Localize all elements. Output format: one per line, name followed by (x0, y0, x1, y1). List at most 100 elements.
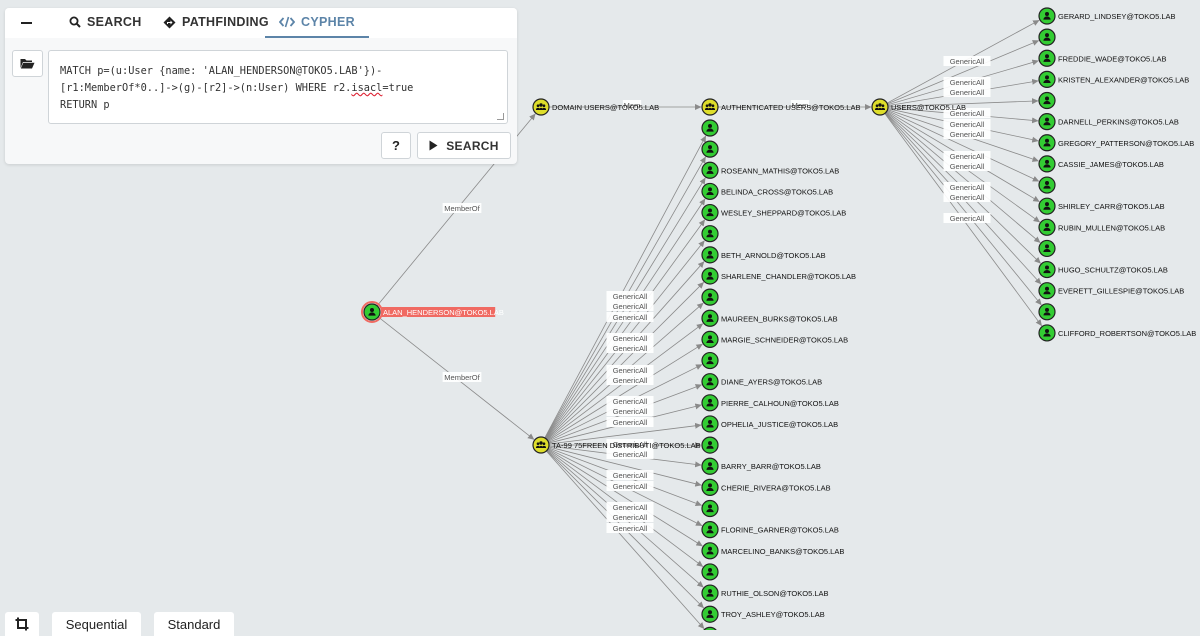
edge-label: GenericAll (944, 213, 991, 223)
user-node[interactable]: MARGIE_SCHNEIDER@TOKO5.LAB (702, 331, 848, 347)
user-node[interactable]: GREGORY_PATTERSON@TOKO5.LAB (1039, 135, 1194, 151)
user-node[interactable]: RUTHIE_OLSON@TOKO5.LAB (702, 585, 829, 601)
sequential-layout-button[interactable]: Sequential (52, 612, 141, 636)
user-node[interactable] (1039, 93, 1055, 109)
node-label: DIANE_AYERS@TOKO5.LAB (721, 378, 822, 387)
tab-cypher-label: CYPHER (301, 15, 355, 29)
node-label: OPHELIA_JUSTICE@TOKO5.LAB (721, 420, 838, 429)
edge-label-text: GenericAll (950, 183, 985, 192)
edge-label: GenericAll (607, 301, 654, 311)
user-node[interactable] (702, 353, 718, 369)
user-node[interactable]: HUGO_SCHULTZ@TOKO5.LAB (1039, 262, 1168, 278)
minus-icon (21, 22, 32, 24)
tab-search[interactable]: SEARCH (69, 8, 142, 36)
group-node-circle (872, 99, 888, 115)
user-node[interactable]: BARRY_BARR@TOKO5.LAB (702, 458, 821, 474)
user-node[interactable]: CHERIE_RIVERA@TOKO5.LAB (702, 479, 831, 495)
edge-label-text: GenericAll (613, 334, 648, 343)
query-line-2-end: =true (382, 82, 413, 94)
user-node[interactable] (702, 501, 718, 517)
user-node[interactable] (702, 564, 718, 580)
saved-queries-button[interactable] (12, 50, 43, 77)
user-node[interactable]: ROSEANN_MATHIS@TOKO5.LAB (702, 162, 839, 178)
edge-label-text: GenericAll (950, 152, 985, 161)
user-node[interactable] (702, 289, 718, 305)
user-node[interactable]: BETH_ARNOLD@TOKO5.LAB (702, 247, 826, 263)
layout-toggle-button[interactable] (5, 612, 39, 636)
edge-label-text: GenericAll (613, 397, 648, 406)
user-node-circle (702, 501, 718, 517)
edge-label: GenericAll (944, 77, 991, 87)
user-node[interactable] (1039, 304, 1055, 320)
edge-label-text: GenericAll (950, 78, 985, 87)
node-label: TA-99 75FREEN DISTRIBUTI@TOKO5.LAB (552, 441, 701, 450)
node-label: ROSEANN_MATHIS@TOKO5.LAB (721, 166, 839, 175)
user-node[interactable]: DIANE_AYERS@TOKO5.LAB (702, 374, 822, 390)
edge-label-text: GenericAll (613, 344, 648, 353)
group-node-circle (533, 437, 549, 453)
node-label: ALAN_HENDERSON@TOKO5.LAB (383, 308, 504, 317)
cypher-query-input[interactable]: MATCH p=(u:User {name: 'ALAN_HENDERSON@T… (48, 50, 508, 124)
search-icon (69, 16, 81, 28)
user-node[interactable]: KRISTEN_ALEXANDER@TOKO5.LAB (1039, 71, 1189, 87)
edge-label-text: GenericAll (950, 57, 985, 66)
node-label: USERS@TOKO5.LAB (891, 103, 966, 112)
user-node[interactable]: GERARD_LINDSEY@TOKO5.LAB (1039, 8, 1176, 24)
user-node[interactable] (702, 226, 718, 242)
user-node[interactable]: MARCELINO_BANKS@TOKO5.LAB (702, 543, 844, 559)
standard-layout-button[interactable]: Standard (154, 612, 234, 636)
user-node[interactable]: MAUREEN_BURKS@TOKO5.LAB (702, 310, 838, 326)
node-label: BELINDA_CROSS@TOKO5.LAB (721, 187, 833, 196)
tab-cypher[interactable]: CYPHER (265, 8, 369, 38)
edge-label: GenericAll (944, 161, 991, 171)
user-node[interactable]: BELINDA_CROSS@TOKO5.LAB (702, 183, 833, 199)
user-node[interactable] (702, 437, 718, 453)
node-label: CHERIE_RIVERA@TOKO5.LAB (721, 483, 831, 492)
tab-pathfinding[interactable]: PATHFINDING (163, 8, 269, 36)
user-node[interactable] (1039, 29, 1055, 45)
edge-label-text: GenericAll (950, 88, 985, 97)
query-panel: SEARCH PATHFINDING CYPHER MATCH p=(u:Use… (5, 8, 517, 164)
group-node-authenticated-users[interactable]: AUTHENTICATED USERS@TOKO5.LAB (702, 99, 860, 115)
user-node[interactable]: CLIFFORD_ROBERTSON@TOKO5.LAB (1039, 325, 1196, 341)
edge-label-text: GenericAll (613, 450, 648, 459)
group-node-circle (533, 99, 549, 115)
run-query-button[interactable]: SEARCH (417, 132, 511, 159)
user-node[interactable]: PIERRE_CALHOUN@TOKO5.LAB (702, 395, 839, 411)
user-node[interactable]: EVERETT_GILLESPIE@TOKO5.LAB (1039, 283, 1184, 299)
user-node[interactable]: CASSIE_JAMES@TOKO5.LAB (1039, 156, 1164, 172)
user-node[interactable] (702, 120, 718, 136)
user-node[interactable]: WESLEY_SHEPPARD@TOKO5.LAB (702, 205, 846, 221)
user-node[interactable]: FLORINE_GARNER@TOKO5.LAB (702, 522, 839, 538)
user-node[interactable]: DARNELL_PERKINS@TOKO5.LAB (1039, 114, 1179, 130)
user-node[interactable]: SHIRLEY_CARR@TOKO5.LAB (1039, 198, 1165, 214)
group-node-circle (702, 99, 718, 115)
node-label: GREGORY_PATTERSON@TOKO5.LAB (1058, 139, 1194, 148)
genericall-edge[interactable] (885, 113, 1041, 305)
source-user-node[interactable]: ALAN_HENDERSON@TOKO5.LAB (362, 302, 504, 322)
user-node[interactable]: SHARLENE_CHANDLER@TOKO5.LAB (702, 268, 856, 284)
user-node[interactable]: OPHELIA_JUSTICE@TOKO5.LAB (702, 416, 838, 432)
help-button[interactable]: ? (381, 132, 411, 159)
resize-handle[interactable] (497, 113, 504, 120)
edge-label-text: GenericAll (613, 471, 648, 480)
edge-label: GenericAll (607, 343, 654, 353)
user-node[interactable]: RUBIN_MULLEN@TOKO5.LAB (1039, 219, 1165, 235)
edge-label: GenericAll (944, 129, 991, 139)
user-node[interactable] (1039, 177, 1055, 193)
edge-label: GenericAll (607, 396, 654, 406)
node-label: MARGIE_SCHNEIDER@TOKO5.LAB (721, 335, 848, 344)
query-line-2: [r1:MemberOf*0..]->(g)-[r2]->(n:User) WH… (60, 80, 496, 97)
user-node[interactable]: TROY_ASHLEY@TOKO5.LAB (702, 606, 825, 622)
node-label: AUTHENTICATED USERS@TOKO5.LAB (721, 103, 860, 112)
edge-label: MemberOf (443, 372, 482, 382)
collapse-button[interactable] (15, 12, 37, 34)
edge-label: GenericAll (607, 406, 654, 416)
user-node[interactable] (1039, 240, 1055, 256)
user-node[interactable]: FREDDIE_WADE@TOKO5.LAB (1039, 50, 1166, 66)
crop-icon (15, 617, 29, 631)
user-node[interactable] (702, 141, 718, 157)
play-icon (429, 140, 438, 151)
node-label: PIERRE_CALHOUN@TOKO5.LAB (721, 399, 839, 408)
node-label: CASSIE_JAMES@TOKO5.LAB (1058, 160, 1164, 169)
